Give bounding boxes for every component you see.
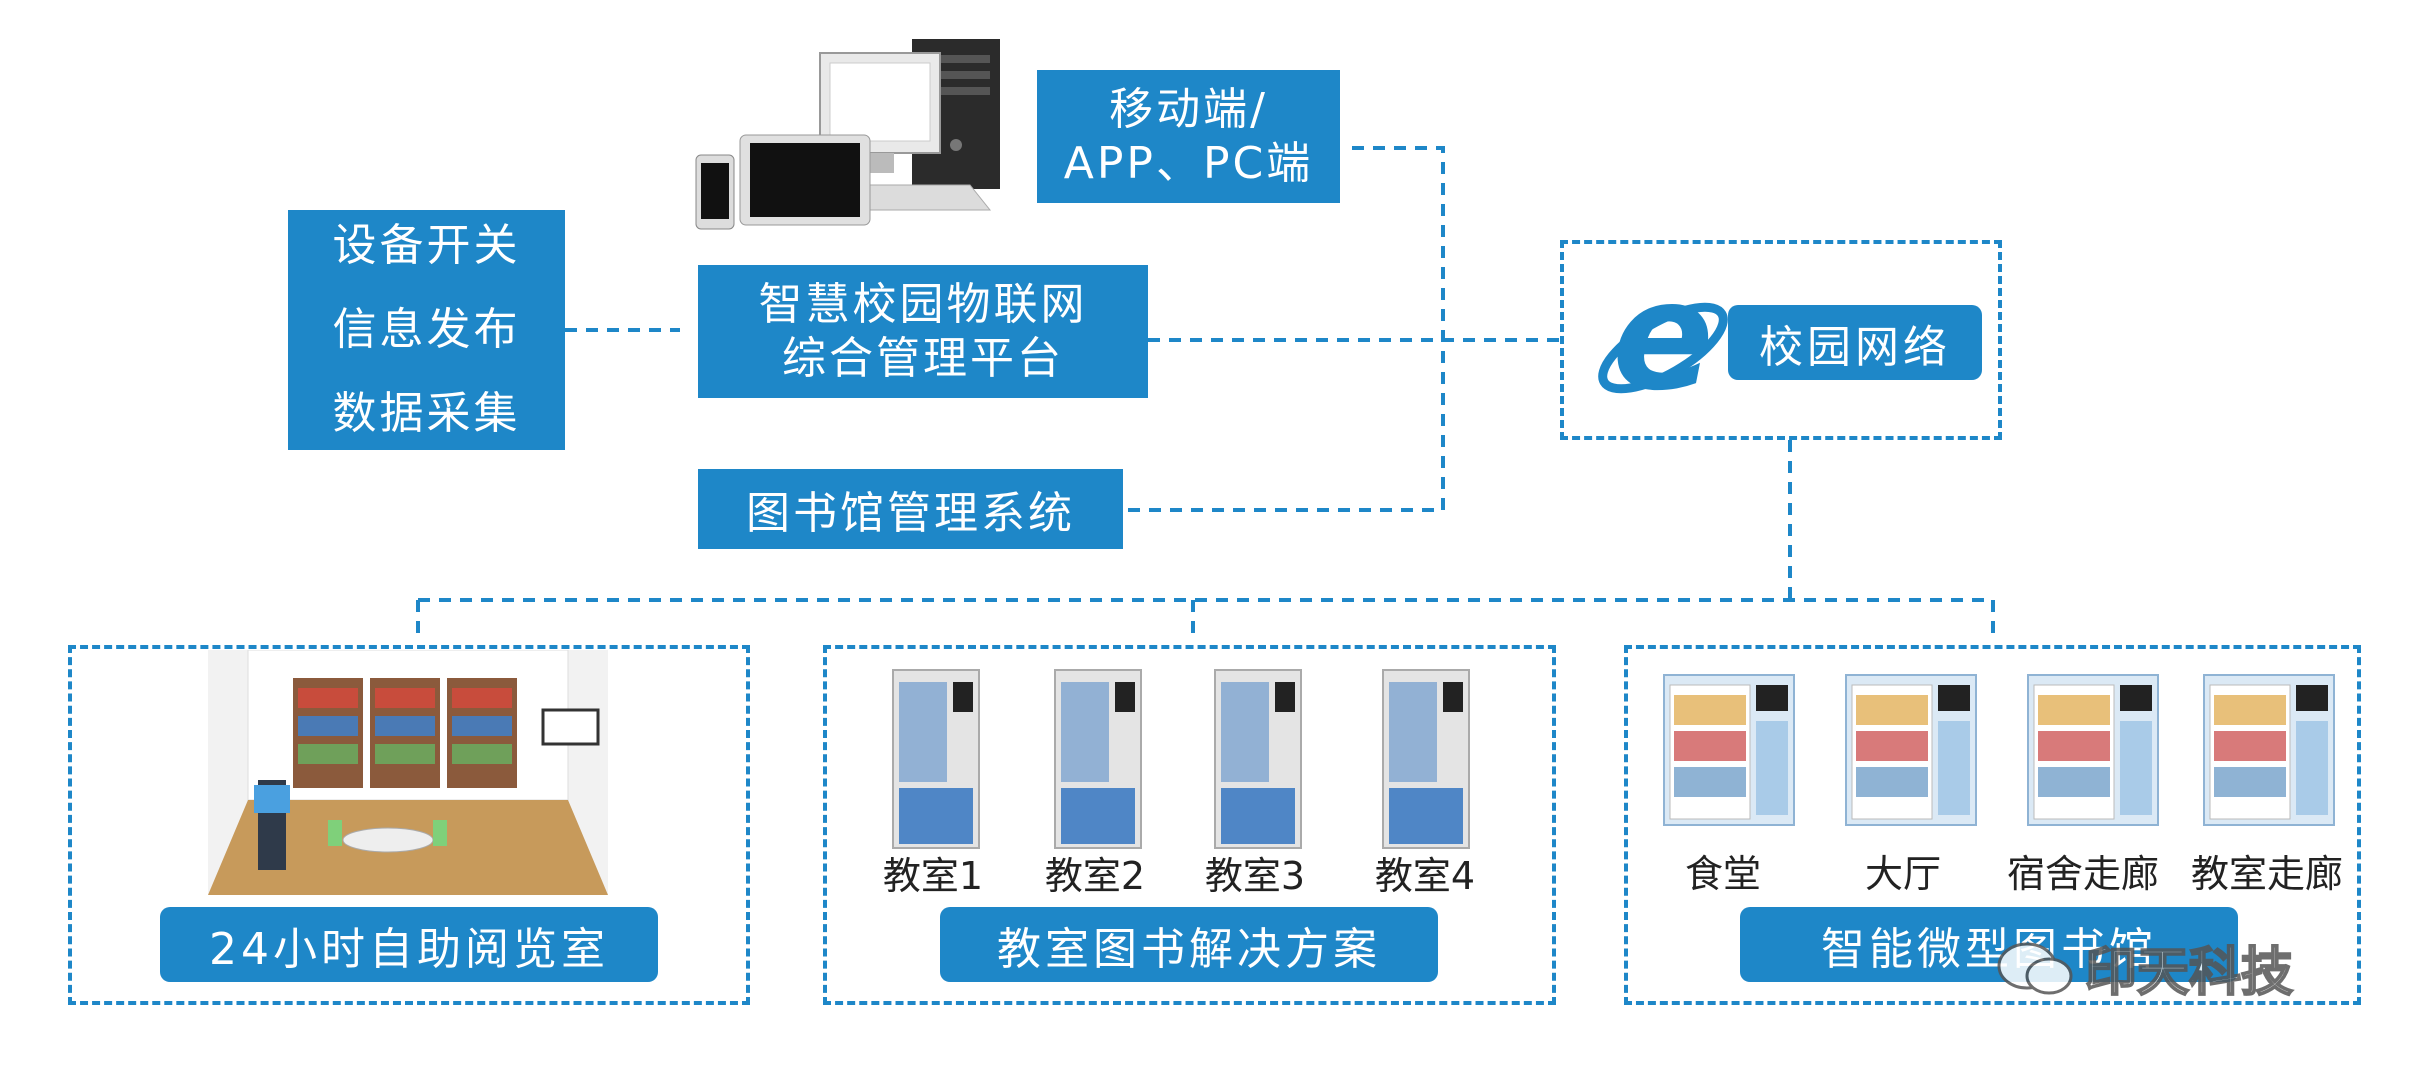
kiosk-icon xyxy=(254,780,290,870)
micro-cabinet-icon xyxy=(2027,674,2159,826)
classroom-caption-2: 教室2 xyxy=(1044,854,1146,898)
classroom-title-text: 教室图书解决方案 xyxy=(997,923,1381,975)
classroom-cabinet-icon xyxy=(1382,669,1470,849)
watermark-text: 印天科技 xyxy=(2084,942,2294,1004)
classroom-caption-1: 教室1 xyxy=(882,854,984,898)
feature-data-collect: 数据采集 xyxy=(332,388,521,439)
micro-library-title: 智能微型图书馆 xyxy=(1740,907,2238,982)
feature-info-publish: 信息发布 xyxy=(332,304,521,355)
line-mobile-to-network xyxy=(1128,146,1445,512)
watermark: 印天科技 xyxy=(1995,930,2294,1005)
classroom-caption-4: 教室4 xyxy=(1374,854,1476,898)
mobile-line1: 移动端/ xyxy=(1109,83,1268,135)
mobile-box: 移动端/ APP、PC端 xyxy=(1037,70,1340,203)
micro-cabinet-icon xyxy=(1663,674,1795,826)
classroom-caption-3: 教室3 xyxy=(1204,854,1306,898)
micro-caption-4: 教室走廊 xyxy=(2190,852,2343,896)
ie-icon: e xyxy=(1598,270,1728,420)
campus-network-text: 校园网络 xyxy=(1759,321,1951,373)
features-box: 设备开关 信息发布 数据采集 xyxy=(288,210,565,450)
wechat-icon xyxy=(1997,942,2073,994)
micro-cabinets xyxy=(1624,665,2361,845)
self-service-title-text: 24小时自助阅览室 xyxy=(209,923,609,975)
classroom-cabinets xyxy=(823,660,1556,910)
svg-text:e: e xyxy=(1612,270,1714,420)
micro-library-title-text: 智能微型图书馆 xyxy=(1821,923,2157,975)
micro-caption-2: 大厅 xyxy=(1864,852,1941,896)
devices-illustration xyxy=(695,39,1000,230)
wall-screen-icon xyxy=(541,708,600,746)
micro-cabinet-icon xyxy=(1845,674,1977,826)
classroom-cabinet-icon xyxy=(892,669,980,849)
platform-line2: 综合管理平台 xyxy=(782,332,1064,384)
bookshelf-icon xyxy=(293,678,517,788)
micro-cabinet-icon xyxy=(2203,674,2335,826)
library-system-label: 图书馆管理系统 xyxy=(746,488,1075,539)
mobile-line2: APP、PC端 xyxy=(1063,137,1314,189)
phone-icon xyxy=(695,154,735,230)
monitor-icon xyxy=(819,52,941,173)
classroom-cabinet-icon xyxy=(1214,669,1302,849)
micro-caption-3: 宿舍走廊 xyxy=(2006,852,2159,896)
feature-device-switch: 设备开关 xyxy=(332,220,521,271)
library-system-box: 图书馆管理系统 xyxy=(698,469,1123,549)
platform-box: 智慧校园物联网 综合管理平台 xyxy=(698,265,1148,398)
tablet-icon xyxy=(739,134,871,226)
micro-library-panel xyxy=(1624,645,2361,1005)
table-chairs-icon xyxy=(328,820,447,853)
platform-line1: 智慧校园物联网 xyxy=(758,278,1088,330)
self-service-title: 24小时自助阅览室 xyxy=(160,907,658,982)
classroom-panel xyxy=(823,645,1556,1005)
micro-caption-1: 食堂 xyxy=(1684,852,1761,896)
self-service-panel xyxy=(68,645,750,1005)
campus-network-frame xyxy=(1560,240,2002,440)
reading-room-illustration xyxy=(208,650,608,895)
classroom-cabinet-icon xyxy=(1054,669,1142,849)
classroom-title: 教室图书解决方案 xyxy=(940,907,1438,982)
campus-network-label: 校园网络 xyxy=(1728,305,1982,380)
